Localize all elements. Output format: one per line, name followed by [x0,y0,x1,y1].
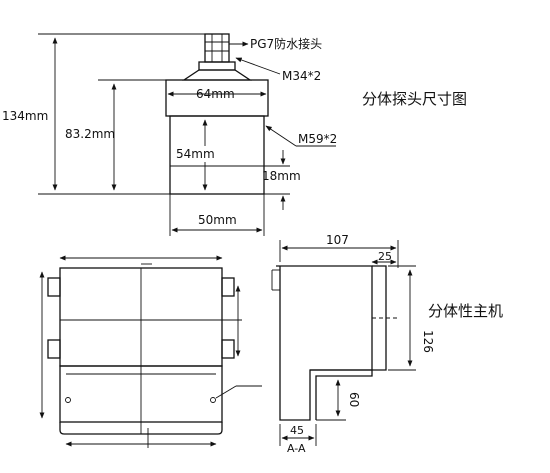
probe-body [169,115,265,195]
left-clip-bottom [47,339,61,359]
dim-thread-length: 18mm [262,169,301,183]
host-section-view [271,240,416,446]
host-front-view [39,255,262,448]
dim-host-depth: 107 [326,233,349,247]
dim-upper-height: 83.2mm [65,127,115,141]
right-clip-top [221,277,235,297]
dim-host-flange: 25 [378,250,392,263]
cable-gland [204,33,230,63]
dim-top-width: 64mm [196,87,235,101]
dim-body-width: 50mm [198,213,237,227]
probe-labels: PG7防水接头 M34*2 M59*2 134mm 83.2mm 64mm 54… [2,36,467,227]
top-thread-label: M34*2 [282,69,321,83]
top-thread-collar [198,61,236,71]
right-clip-bottom [221,339,235,359]
dim-host-lower-height: 60 [347,392,361,407]
dim-total-height: 134mm [2,109,48,123]
host-labels: 107 25 126 60 45 A-A 分体性主机 [287,233,503,455]
dim-host-height: 126 [421,330,435,353]
probe-head [181,69,253,81]
probe-drawing [165,33,269,195]
probe-dimensions [38,33,336,236]
dim-host-base-width: 45 [290,424,304,437]
probe-title: 分体探头尺寸图 [362,90,467,108]
cable-gland-label: PG7防水接头 [250,36,322,51]
left-clip-top [47,277,61,297]
section-label: A-A [287,442,306,455]
dim-body-height: 54mm [176,147,215,161]
host-title: 分体性主机 [428,302,503,320]
bottom-thread-label: M59*2 [298,132,337,146]
